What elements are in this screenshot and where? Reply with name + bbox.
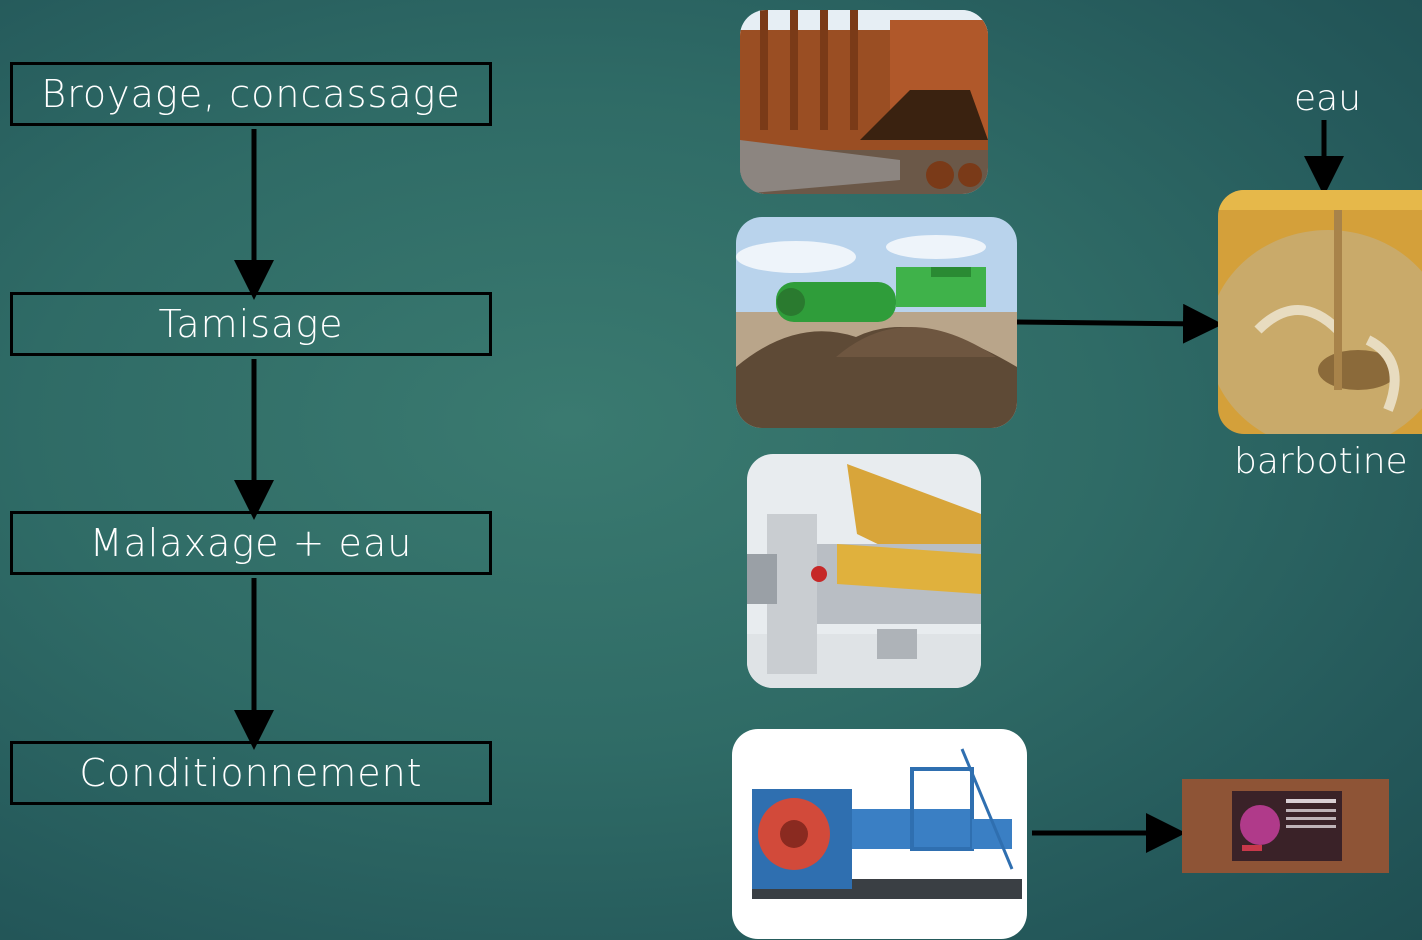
screening-machine-photo xyxy=(736,217,1017,428)
step-crushing: Broyage, concassage xyxy=(10,62,492,126)
packaged-clay-photo xyxy=(1182,779,1389,873)
step-mixing-label: Malaxage + eau xyxy=(89,521,413,565)
step-packaging: Conditionnement xyxy=(10,741,492,805)
mixer-machine-photo xyxy=(747,454,981,688)
step-screening: Tamisage xyxy=(10,292,492,356)
step-screening-label: Tamisage xyxy=(158,302,344,346)
slip-label: barbotine xyxy=(1234,441,1408,482)
step-packaging-label: Conditionnement xyxy=(79,751,423,795)
water-label: eau xyxy=(1294,78,1362,119)
crusher-machine-photo xyxy=(740,10,988,194)
arrow-screener-to-slip xyxy=(1016,303,1223,344)
step-crushing-label: Broyage, concassage xyxy=(41,72,461,116)
clay-slip-photo xyxy=(1218,190,1422,434)
extruder-machine-photo xyxy=(732,729,1027,939)
step-mixing: Malaxage + eau xyxy=(10,511,492,575)
